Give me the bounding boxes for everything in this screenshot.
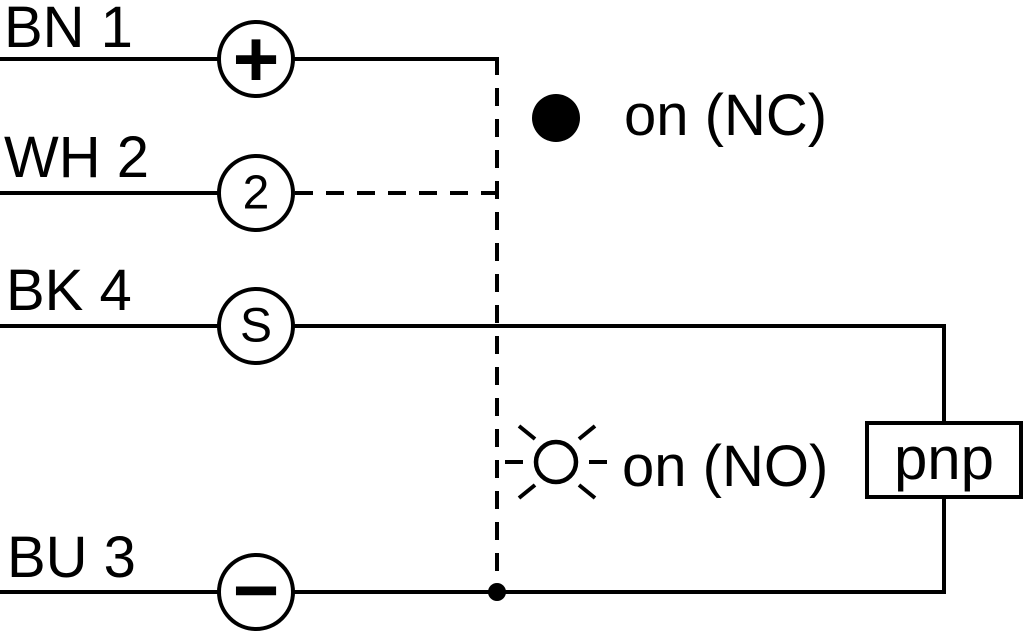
pnp-output-box: pnp [865,421,1023,499]
wire-label-bu3: BU 3 [7,525,136,590]
wire-label-wh2: WH 2 [4,125,149,190]
lamp-icon [505,424,607,500]
plus-terminal-icon: + [217,15,295,104]
switch-terminal-icon: S [217,287,295,365]
switch-terminal-symbol: S [240,300,272,353]
no-state-label: on (NO) [622,434,828,499]
wire-label-bn1: BN 1 [4,0,133,60]
filled-dot-icon [532,94,580,142]
pin2-terminal-symbol: 2 [243,167,270,220]
minus-terminal-symbol: − [233,546,280,633]
pnp-output-label: pnp [894,425,994,492]
wire-label-bk4: BK 4 [6,258,132,323]
nc-state-label: on (NC) [624,83,827,148]
junction-dot [488,583,506,601]
plus-terminal-symbol: + [233,15,280,104]
pin2-terminal-icon: 2 [217,154,295,232]
minus-terminal-icon: − [217,546,295,633]
